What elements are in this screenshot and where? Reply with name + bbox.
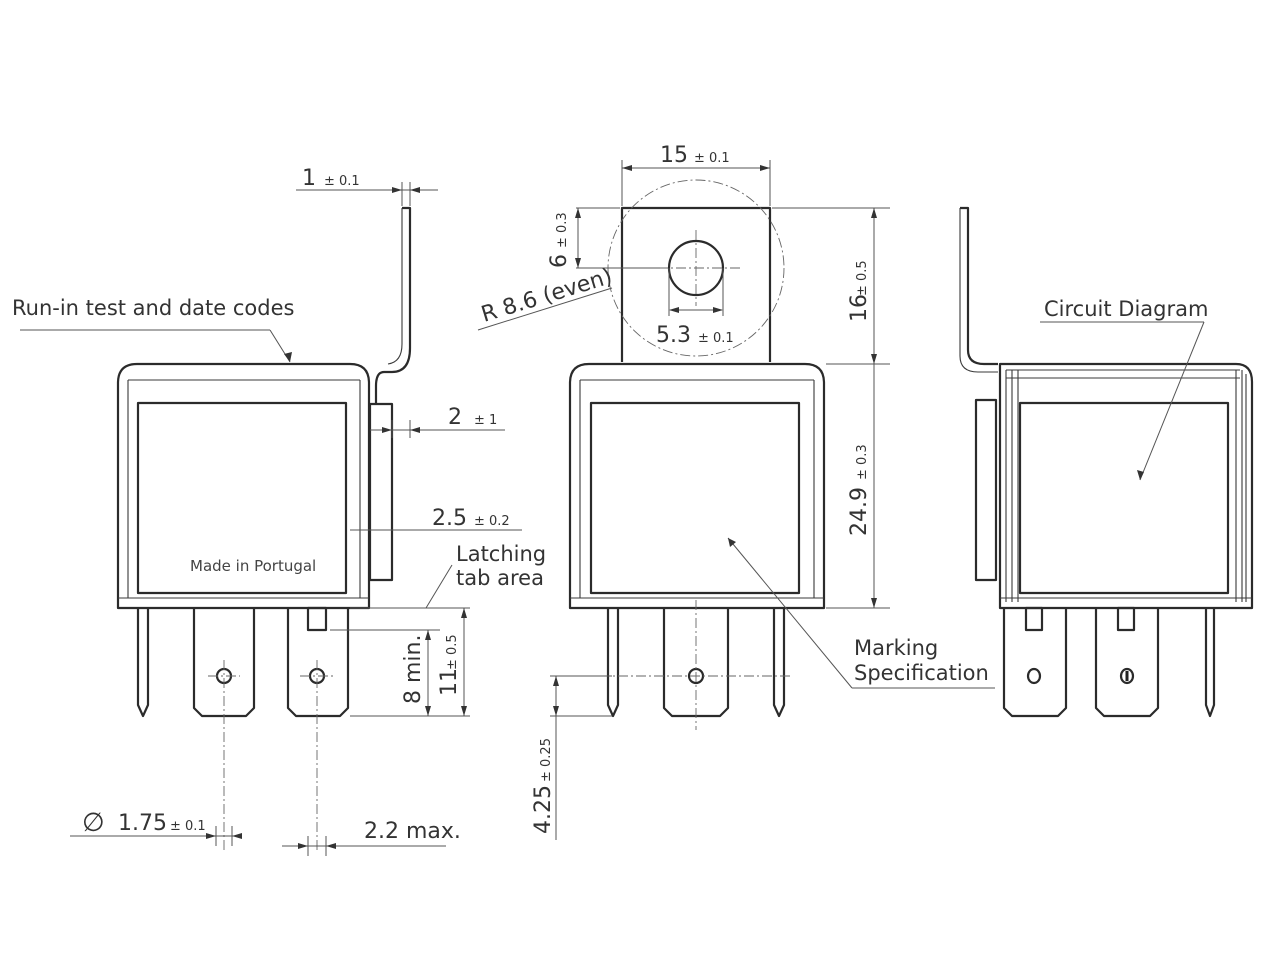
dim-24-9-value: 24.9 bbox=[847, 487, 872, 536]
diameter-symbol: ∅ bbox=[82, 808, 105, 838]
dim-24-9-tol: ± 0.3 bbox=[855, 444, 870, 480]
dim-16-tol: ± 0.5 bbox=[855, 260, 870, 296]
dim-2-5-tol: ± 0.2 bbox=[474, 514, 510, 529]
dim-11-tol: ± 0.5 bbox=[445, 634, 460, 670]
dim-2-tol: ± 1 bbox=[474, 413, 497, 428]
dim-1-tol: ± 0.1 bbox=[324, 174, 360, 189]
marking-note-line1: Marking bbox=[854, 636, 938, 660]
latching-note-line2: tab area bbox=[456, 566, 544, 590]
front-view bbox=[477, 160, 995, 840]
side-view bbox=[959, 206, 1254, 718]
dim-6-tol: ± 0.3 bbox=[555, 212, 570, 248]
dim-1-75-tol: ± 0.1 bbox=[170, 819, 206, 834]
latching-note-line1: Latching bbox=[456, 542, 546, 566]
dim-1-value: 1 bbox=[302, 166, 316, 191]
made-in-label: Made in Portugal bbox=[190, 557, 316, 575]
radius-label: R 8.6 (even) bbox=[478, 264, 615, 328]
dim-1-75-value: 1.75 bbox=[118, 811, 167, 836]
dim-6-value: 6 bbox=[547, 254, 572, 268]
dim-5-3-tol: ± 0.1 bbox=[698, 331, 734, 346]
dim-2-value: 2 bbox=[448, 405, 462, 430]
dim-8-min: 8 min. bbox=[401, 635, 426, 704]
note-labels: Run-in test and date codes Latching tab … bbox=[12, 296, 1208, 685]
dim-2-5-value: 2.5 bbox=[432, 506, 467, 531]
dim-11-value: 11 bbox=[437, 668, 462, 696]
dim-15-tol: ± 0.1 bbox=[694, 151, 730, 166]
left-view bbox=[20, 182, 522, 856]
circuit-note: Circuit Diagram bbox=[1044, 297, 1208, 321]
dim-2-2-max: 2.2 max. bbox=[364, 819, 461, 844]
dim-16-value: 16 bbox=[847, 294, 872, 322]
dim-5-3-value: 5.3 bbox=[656, 323, 691, 348]
marking-note-line2: Specification bbox=[854, 661, 989, 685]
runin-note: Run-in test and date codes bbox=[12, 296, 294, 320]
arrowheads bbox=[206, 165, 1144, 849]
dimension-labels: 1 ± 0.1 15 ± 0.1 6 ± 0.3 R 8.6 (even) 5.… bbox=[82, 143, 872, 844]
dim-4-25-value: 4.25 bbox=[531, 785, 556, 834]
dim-4-25-tol: ± 0.25 bbox=[539, 738, 554, 782]
dim-15-value: 15 bbox=[660, 143, 688, 168]
